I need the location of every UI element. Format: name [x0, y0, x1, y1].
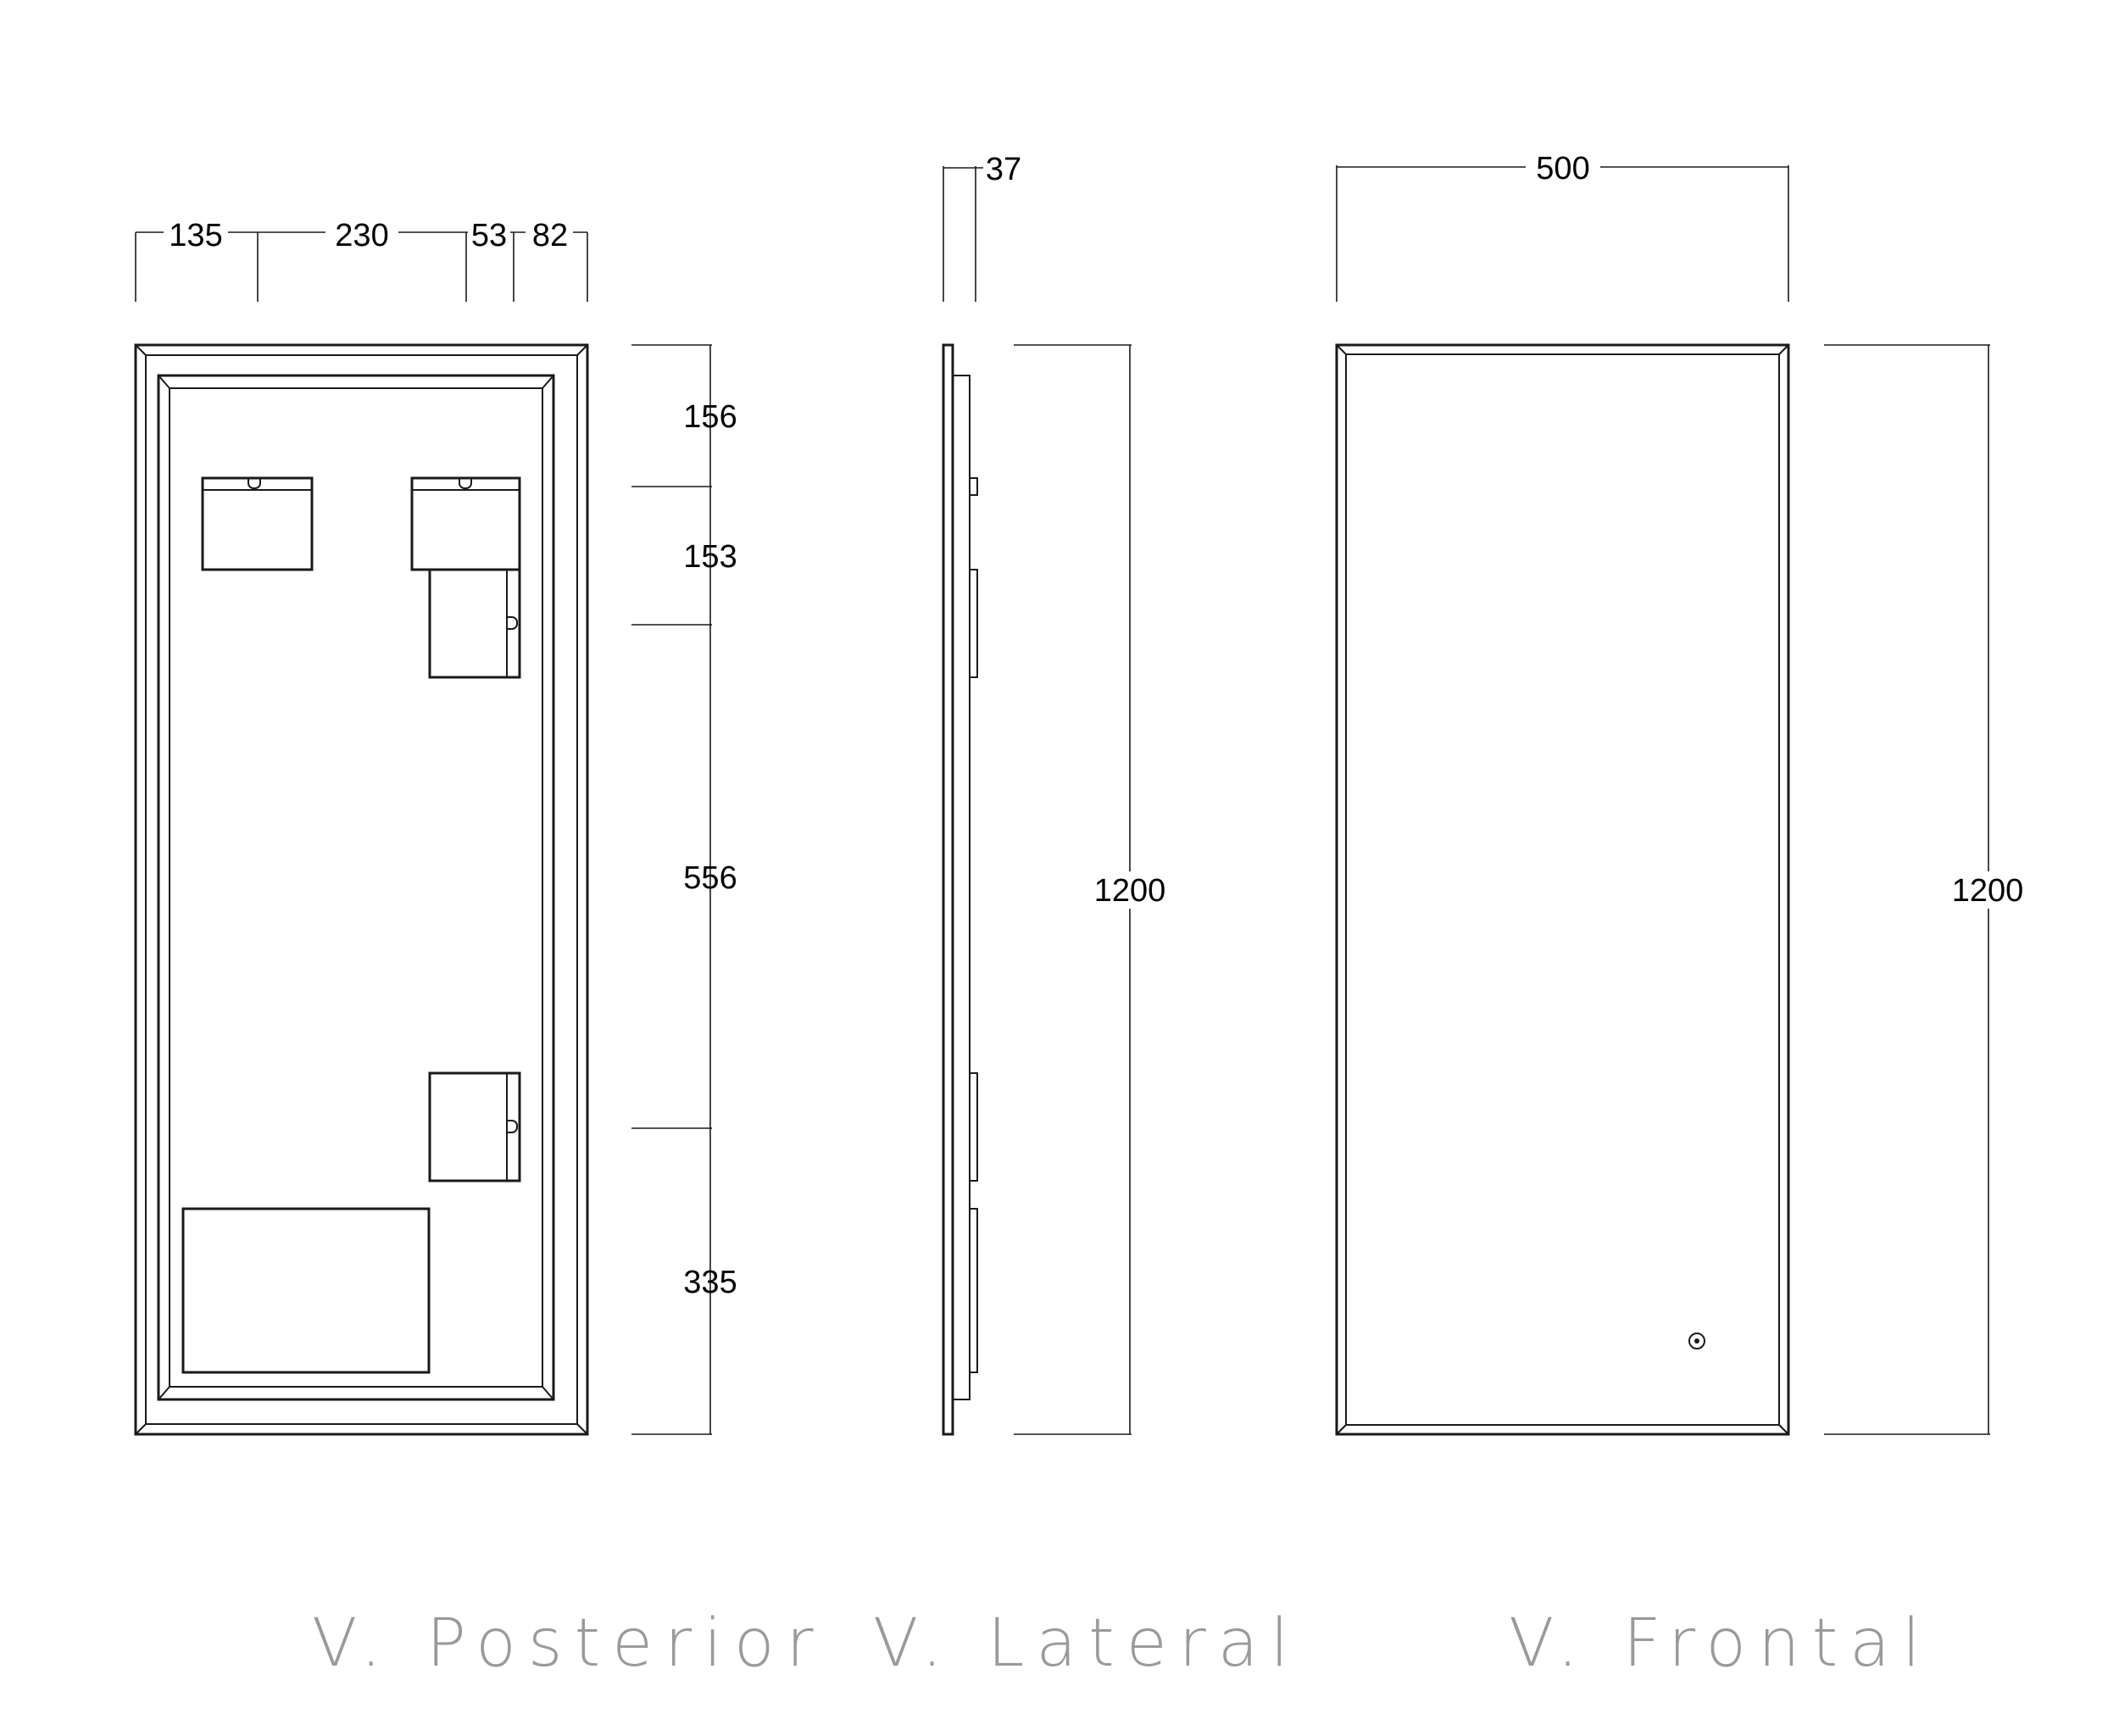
dim-width-135: 135: [169, 218, 222, 253]
dim-lateral-height-1200: 1200: [1094, 873, 1166, 909]
dim-frontal-width-500: 500: [1536, 151, 1589, 186]
dim-width-230: 230: [335, 218, 388, 253]
posterior-bevel-frame: [145, 354, 578, 1425]
hanging-bracket-top-left: [201, 476, 314, 571]
dim-frontal-height-1200: 1200: [1952, 873, 2024, 909]
lateral-bracket-upper: [969, 569, 978, 678]
dim-width-53: 53: [471, 218, 507, 253]
lateral-view: 37 1200 V. Lateral: [873, 152, 1300, 1682]
lateral-mirror-edge: [942, 343, 954, 1436]
dim-height-335: 335: [683, 1265, 737, 1300]
posterior-height-dimensions: [631, 344, 712, 1435]
frontal-view-label: V. Frontal: [1509, 1605, 1933, 1682]
lateral-view-label: V. Lateral: [873, 1605, 1300, 1682]
touch-switch-icon: [1688, 1333, 1705, 1349]
lateral-hook: [970, 477, 978, 496]
dim-height-153: 153: [683, 539, 737, 575]
posterior-back-panel: [157, 374, 555, 1401]
lateral-depth-dimension: [943, 166, 983, 302]
hanging-bracket-top-right: [410, 476, 521, 571]
frontal-mirror-glass: [1345, 353, 1780, 1426]
lateral-back-panel: [952, 375, 971, 1400]
dim-height-556: 556: [683, 860, 737, 896]
posterior-back-panel-inner: [169, 387, 543, 1388]
lateral-electronics-box: [969, 1208, 978, 1373]
posterior-view: 135 230 53 82 156 153 556 335 V. Posteri…: [134, 215, 826, 1682]
posterior-outer-frame: [134, 343, 589, 1436]
frontal-view: 500 1200 V. Frontal: [1335, 149, 2028, 1682]
dim-height-156: 156: [683, 399, 737, 435]
electronics-box: [181, 1207, 431, 1374]
side-bracket-upper: [428, 568, 521, 679]
dim-width-82: 82: [532, 218, 568, 253]
frontal-mirror-frame: [1335, 343, 1790, 1436]
lateral-bracket-lower: [969, 1072, 978, 1182]
posterior-view-label: V. Posterior: [312, 1605, 826, 1682]
dim-depth-37: 37: [986, 152, 1021, 187]
side-bracket-lower: [428, 1071, 521, 1182]
